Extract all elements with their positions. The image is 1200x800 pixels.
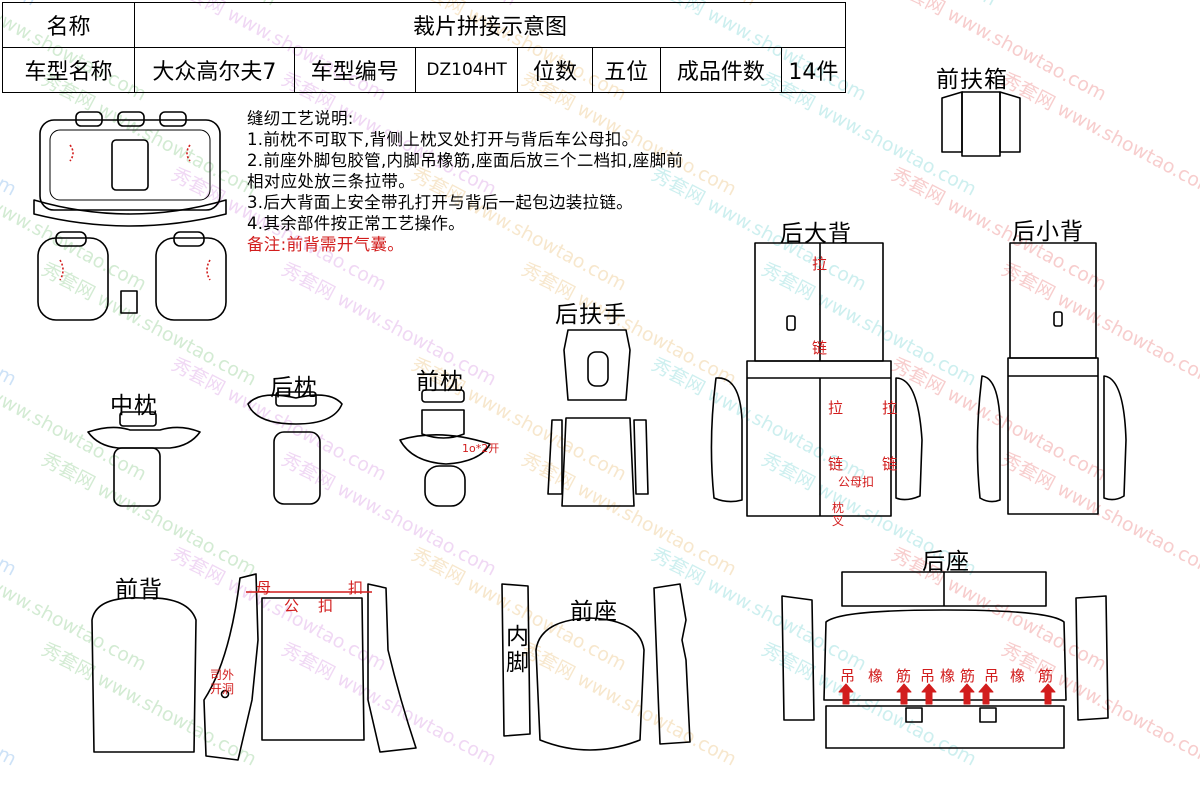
- label-front-armrest-box: 前扶箱: [936, 67, 1008, 93]
- notes-line-3: 相对应处放三条拉带。: [247, 172, 415, 191]
- ann-chain-left: 链: [828, 455, 844, 473]
- label-front-seat: 前座: [570, 599, 618, 625]
- notes-remark: 备注:前背需开气囊。: [247, 235, 405, 254]
- ann-chain-top: 链: [812, 339, 828, 357]
- front-seat-pieces: [501, 583, 691, 751]
- label-inner-foot: 内脚: [506, 624, 530, 676]
- rear-small-back-pieces: [976, 242, 1127, 515]
- notes-line-2: 2.前座外脚包胶管,内脚吊橡筋,座面后放三个二档扣,座脚前: [247, 151, 684, 170]
- rear-big-back-pieces: [710, 242, 923, 517]
- ann-elastic-2: 橡: [868, 667, 884, 685]
- notes-line-5: 4.其余部件按正常工艺操作。: [247, 214, 465, 233]
- model-code-value: DZ104HT: [414, 47, 519, 93]
- label-rear-small-back: 后小背: [1012, 219, 1084, 245]
- ann-elastic-8: 橡: [1010, 667, 1026, 685]
- seats-label: 位数: [517, 47, 593, 93]
- notes-title: 缝纫工艺说明:: [247, 109, 354, 128]
- label-rear-pillow: 后枕: [270, 375, 318, 401]
- seats-value: 五位: [591, 47, 661, 93]
- label-rear-armrest: 后扶手: [555, 302, 627, 328]
- ann-elastic-5: 橡: [940, 667, 956, 685]
- ann-pillow-open: 1o*2开: [462, 442, 500, 455]
- diagram-title: 裁片拼接示意图: [134, 2, 846, 48]
- front-pillow-pieces: [399, 389, 491, 507]
- ann-driver-hole: 司外开洞: [209, 668, 234, 696]
- ann-elastic-7: 吊: [984, 667, 1000, 685]
- model-code-label: 车型编号: [293, 47, 416, 93]
- ann-elastic-9: 筋: [1038, 667, 1054, 685]
- notes-line-4: 3.后大背面上安全带孔打开与背后一起包边装拉链。: [247, 193, 633, 212]
- label-rear-big-back: 后大背: [780, 221, 852, 247]
- elastic-arrows: [838, 683, 1056, 705]
- rear-pillow-pieces: [247, 391, 343, 505]
- rear-seat-pieces: [781, 571, 1109, 749]
- ann-elastic-6: 筋: [960, 667, 976, 685]
- label-middle-pillow: 中枕: [110, 393, 158, 419]
- pieces-value: 14件: [780, 47, 847, 93]
- ann-male: 公: [284, 597, 300, 615]
- label-front-back: 前背: [115, 577, 163, 603]
- ann-zip-right: 拉: [882, 399, 898, 417]
- name-label: 名称: [2, 2, 135, 48]
- sewing-notes: 缝纫工艺说明: 1.前枕不可取下,背侧上枕叉处打开与背后车公母扣。 2.前座外脚…: [247, 108, 683, 255]
- rear-armrest-pieces: [547, 329, 649, 507]
- ann-elastic-1: 吊: [840, 667, 856, 685]
- middle-pillow-pieces: [87, 411, 201, 507]
- ann-buckle-2: 扣: [348, 579, 364, 597]
- ann-elastic-4: 吊: [920, 667, 936, 685]
- ann-chain-right: 链: [882, 455, 898, 473]
- model-name-value: 大众高尔夫7: [134, 47, 295, 93]
- pieces-label: 成品件数: [659, 47, 782, 93]
- ann-female: 母: [256, 579, 272, 597]
- ann-buckle-1: 扣: [318, 597, 334, 615]
- front-armrest-box-pieces: [941, 91, 1021, 157]
- ann-elastic-3: 筋: [896, 667, 912, 685]
- seat-overview-illustration: [33, 111, 227, 321]
- label-front-pillow: 前枕: [416, 369, 464, 395]
- notes-line-1: 1.前枕不可取下,背侧上枕叉处打开与背后车公母扣。: [247, 130, 639, 149]
- front-back-pieces: [91, 573, 417, 761]
- ann-fork: 枕叉: [832, 501, 845, 528]
- label-rear-seat: 后座: [922, 549, 970, 575]
- header-table: 名称 裁片拼接示意图 车型名称 大众高尔夫7 车型编号 DZ104HT 位数 五…: [2, 2, 847, 93]
- ann-snap: 公母扣: [838, 475, 875, 489]
- ann-zip-top: 拉: [812, 255, 828, 273]
- ann-zip-left: 拉: [828, 399, 844, 417]
- model-name-label: 车型名称: [2, 47, 135, 93]
